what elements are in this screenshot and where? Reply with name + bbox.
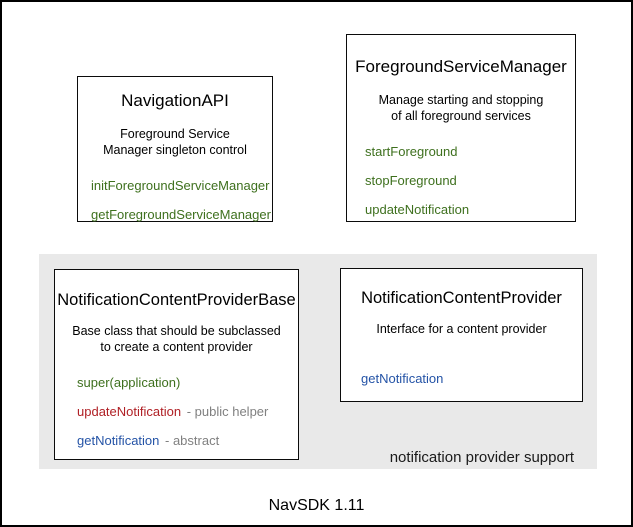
class-title: ForegroundServiceManager bbox=[355, 57, 567, 76]
method-item: updateNotification bbox=[365, 202, 575, 217]
class-description: Manage starting and stopping of all fore… bbox=[347, 92, 575, 124]
class-description: Foreground Service Manager singleton con… bbox=[78, 126, 272, 158]
method-name: updateNotification bbox=[77, 404, 182, 419]
method-name: getNotification bbox=[77, 433, 160, 448]
class-title: NotificationContentProviderBase bbox=[57, 291, 296, 309]
description-line: Manage starting and stopping bbox=[378, 93, 544, 107]
method-annotation: - abstract bbox=[165, 433, 220, 448]
sdk-version-label: NavSDK 1.11 bbox=[268, 497, 365, 514]
class-title: NotificationContentProvider bbox=[361, 289, 562, 307]
class-box-navigation-api: NavigationAPI Foreground Service Manager… bbox=[77, 76, 273, 222]
method-list: super(application) updateNotification - … bbox=[77, 375, 298, 448]
method-name: getNotification bbox=[361, 371, 444, 386]
class-box-foreground-service-manager: ForegroundServiceManager Manage starting… bbox=[346, 34, 576, 222]
method-item: getForegroundServiceManager bbox=[91, 207, 272, 222]
class-description: Interface for a content provider bbox=[341, 321, 582, 337]
class-description: Base class that should be subclassed to … bbox=[55, 323, 298, 355]
method-name: startForeground bbox=[365, 144, 458, 159]
method-list: initForegroundServiceManager getForegrou… bbox=[91, 178, 272, 222]
method-item: super(application) bbox=[77, 375, 298, 390]
description-line: Interface for a content provider bbox=[376, 322, 547, 336]
method-item: startForeground bbox=[365, 144, 575, 159]
class-box-notification-content-provider: NotificationContentProvider Interface fo… bbox=[340, 268, 583, 402]
method-item: getNotification bbox=[361, 371, 582, 386]
method-list: getNotification bbox=[361, 371, 582, 386]
description-line: Manager singleton control bbox=[103, 143, 247, 157]
method-name: updateNotification bbox=[365, 202, 470, 217]
method-item: updateNotification - public helper bbox=[77, 404, 298, 419]
class-title: NavigationAPI bbox=[121, 91, 229, 110]
description-line: Base class that should be subclassed bbox=[72, 324, 281, 338]
method-name: getForegroundServiceManager bbox=[91, 207, 271, 222]
description-line: Foreground Service bbox=[120, 127, 230, 141]
method-name: super(application) bbox=[77, 375, 181, 390]
method-name: stopForeground bbox=[365, 173, 457, 188]
method-item: stopForeground bbox=[365, 173, 575, 188]
description-line: to create a content provider bbox=[100, 340, 253, 354]
method-list: startForeground stopForeground updateNot… bbox=[365, 144, 575, 217]
method-annotation: - public helper bbox=[186, 404, 269, 419]
class-box-notification-content-provider-base: NotificationContentProviderBase Base cla… bbox=[54, 269, 299, 460]
method-item: getNotification - abstract bbox=[77, 433, 298, 448]
description-line: of all foreground services bbox=[391, 109, 531, 123]
method-item: initForegroundServiceManager bbox=[91, 178, 272, 193]
group-label: notification provider support bbox=[389, 449, 574, 466]
method-name: initForegroundServiceManager bbox=[91, 178, 270, 193]
